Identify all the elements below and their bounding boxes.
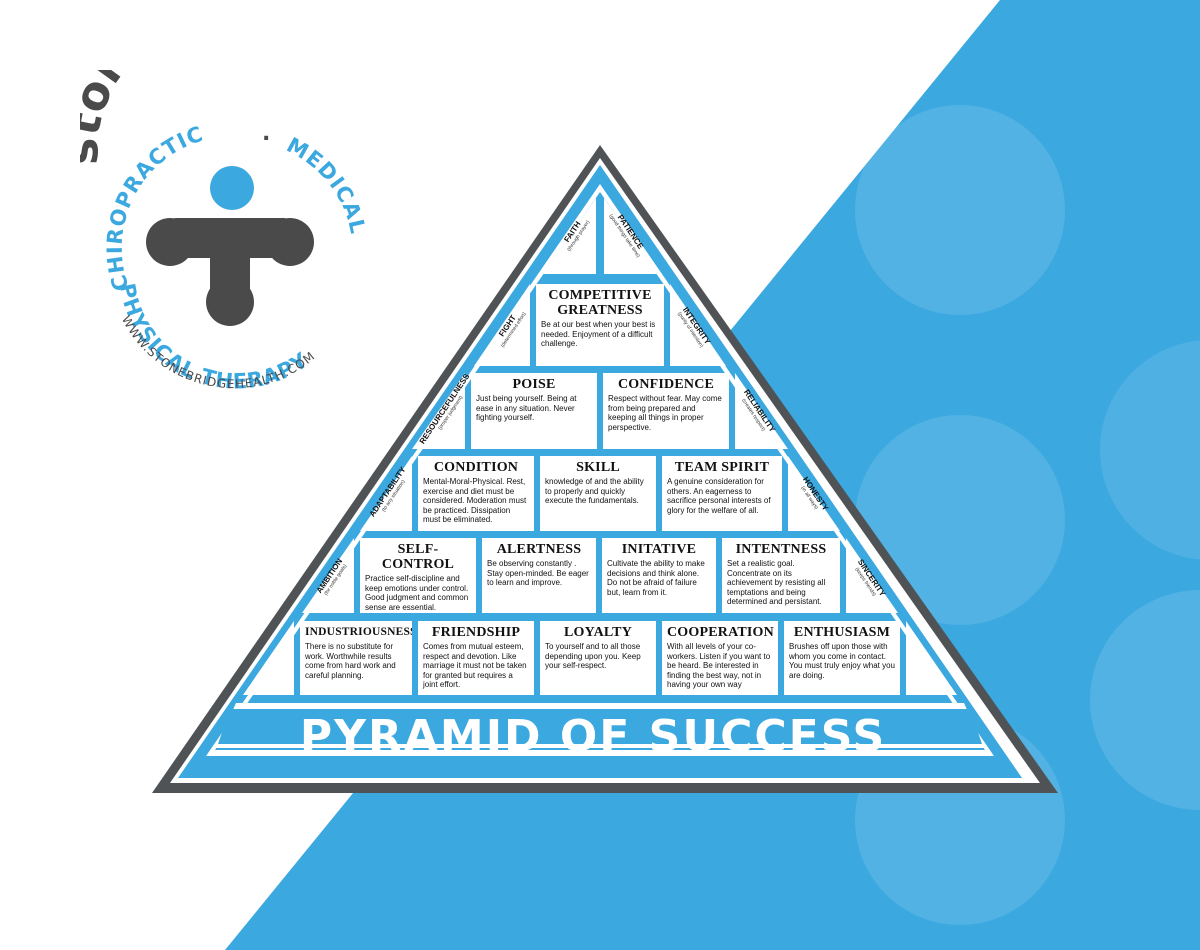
- block-initative: INITATIVE Cultivate the ability to make …: [602, 538, 716, 613]
- block-enthusiasm: ENTHUSIASM Brushes off upon those with w…: [784, 621, 900, 695]
- decorative-circle: [1090, 590, 1200, 810]
- stonebridge-logo: stonebridge CHIROPRACTIC . MEDICAL PHYSI…: [54, 0, 380, 394]
- block-title: CONDITION: [433, 460, 519, 475]
- fight-block-shape: [474, 284, 530, 366]
- block-title: SELF-CONTROL: [381, 542, 455, 572]
- block-title: SKILL: [576, 460, 620, 475]
- block-self-control: SELF-CONTROL Practice self-discipline an…: [360, 538, 476, 613]
- block-skill: SKILL knowledge of and the ability to pr…: [540, 456, 656, 531]
- ambition-block-shape: [302, 538, 354, 613]
- logo-figure-icon: [146, 218, 314, 326]
- block-description: With all levels of your co-workers. List…: [667, 642, 771, 689]
- block-team-spirit: TEAM SPIRIT A genuine consideration for …: [662, 456, 782, 531]
- block-description: There is no substitute for work. Worthwh…: [305, 642, 396, 680]
- decorative-circle: [855, 105, 1065, 315]
- block-title: ALERTNESS: [496, 542, 582, 557]
- block-description: Just being yourself. Being at ease in an…: [476, 394, 577, 422]
- block-title: LOYALTY: [563, 625, 633, 640]
- bottom-left-corner-shape: [243, 621, 294, 695]
- block-intentness: INTENTNESS Set a realistic goal. Concent…: [722, 538, 840, 613]
- block-competitive-greatness: COMPETITIVE GREATNESS Be at our best whe…: [536, 284, 664, 366]
- block-confidence: CONFIDENCE Respect without fear. May com…: [603, 373, 729, 449]
- block-description: A genuine consideration for others. An e…: [667, 477, 771, 515]
- reliability-block-shape: [735, 373, 788, 449]
- integrity-block-shape: [670, 284, 726, 366]
- block-title: CONFIDENCE: [617, 377, 715, 392]
- decorative-circle: [1100, 340, 1200, 560]
- faith-block-shape: [543, 198, 596, 274]
- adaptability-block-shape: [360, 456, 412, 531]
- block-description: Brushes off upon those with whom you com…: [789, 642, 895, 680]
- block-title: POISE: [512, 377, 556, 392]
- block-title: ENTHUSIASM: [793, 625, 891, 640]
- block-title: INDUSTRIOUSNESS: [305, 626, 412, 638]
- block-title: COOPERATION: [667, 625, 774, 640]
- block-description: Be at our best when your best is needed.…: [541, 320, 656, 348]
- block-description: knowledge of and the ability to properly…: [545, 477, 644, 505]
- block-title: FRIENDSHIP: [431, 625, 521, 640]
- block-condition: CONDITION Mental-Moral-Physical. Rest, e…: [418, 456, 534, 531]
- block-title: COMPETITIVE GREATNESS: [548, 288, 652, 318]
- block-description: Set a realistic goal. Concentrate on its…: [727, 559, 826, 606]
- block-description: To yourself and to all those depending u…: [545, 642, 641, 670]
- banner-blue-strip: [218, 709, 982, 744]
- sincerity-block-shape: [846, 538, 898, 613]
- block-industriousness: INDUSTRIOUSNESS There is no substitute f…: [300, 621, 412, 695]
- block-poise: POISE Just being yourself. Being at ease…: [471, 373, 597, 449]
- block-description: Practice self-discipline and keep emotio…: [365, 574, 469, 612]
- patience-block-shape: [604, 198, 657, 274]
- resourcefulness-block-shape: [412, 373, 465, 449]
- block-friendship: FRIENDSHIP Comes from mutual esteem, res…: [418, 621, 534, 695]
- block-description: Respect without fear. May come from bein…: [608, 394, 722, 432]
- honesty-block-shape: [788, 456, 840, 531]
- block-title: INTENTNESS: [735, 542, 827, 557]
- block-cooperation: COOPERATION With all levels of your co-w…: [662, 621, 778, 695]
- bottom-right-corner-shape: [906, 621, 957, 695]
- decorative-circle: [855, 415, 1065, 625]
- block-alertness: ALERTNESS Be observing constantly . Stay…: [482, 538, 596, 613]
- block-description: Comes from mutual esteem, respect and de…: [423, 642, 527, 689]
- block-description: Cultivate the ability to make decisions …: [607, 559, 705, 597]
- logo-head-dot-icon: [210, 166, 254, 210]
- block-description: Be observing constantly . Stay open-mind…: [487, 559, 589, 587]
- pyramid-banner: PYRAMID OF SUCCESS: [212, 710, 974, 762]
- logo-dot-separator: .: [262, 121, 270, 146]
- block-title: INITATIVE: [621, 542, 697, 557]
- banner-title: PYRAMID OF SUCCESS: [299, 710, 887, 762]
- block-title: TEAM SPIRIT: [674, 460, 770, 475]
- block-loyalty: LOYALTY To yourself and to all those dep…: [540, 621, 656, 695]
- block-description: Mental-Moral-Physical. Rest, exercise an…: [423, 477, 527, 524]
